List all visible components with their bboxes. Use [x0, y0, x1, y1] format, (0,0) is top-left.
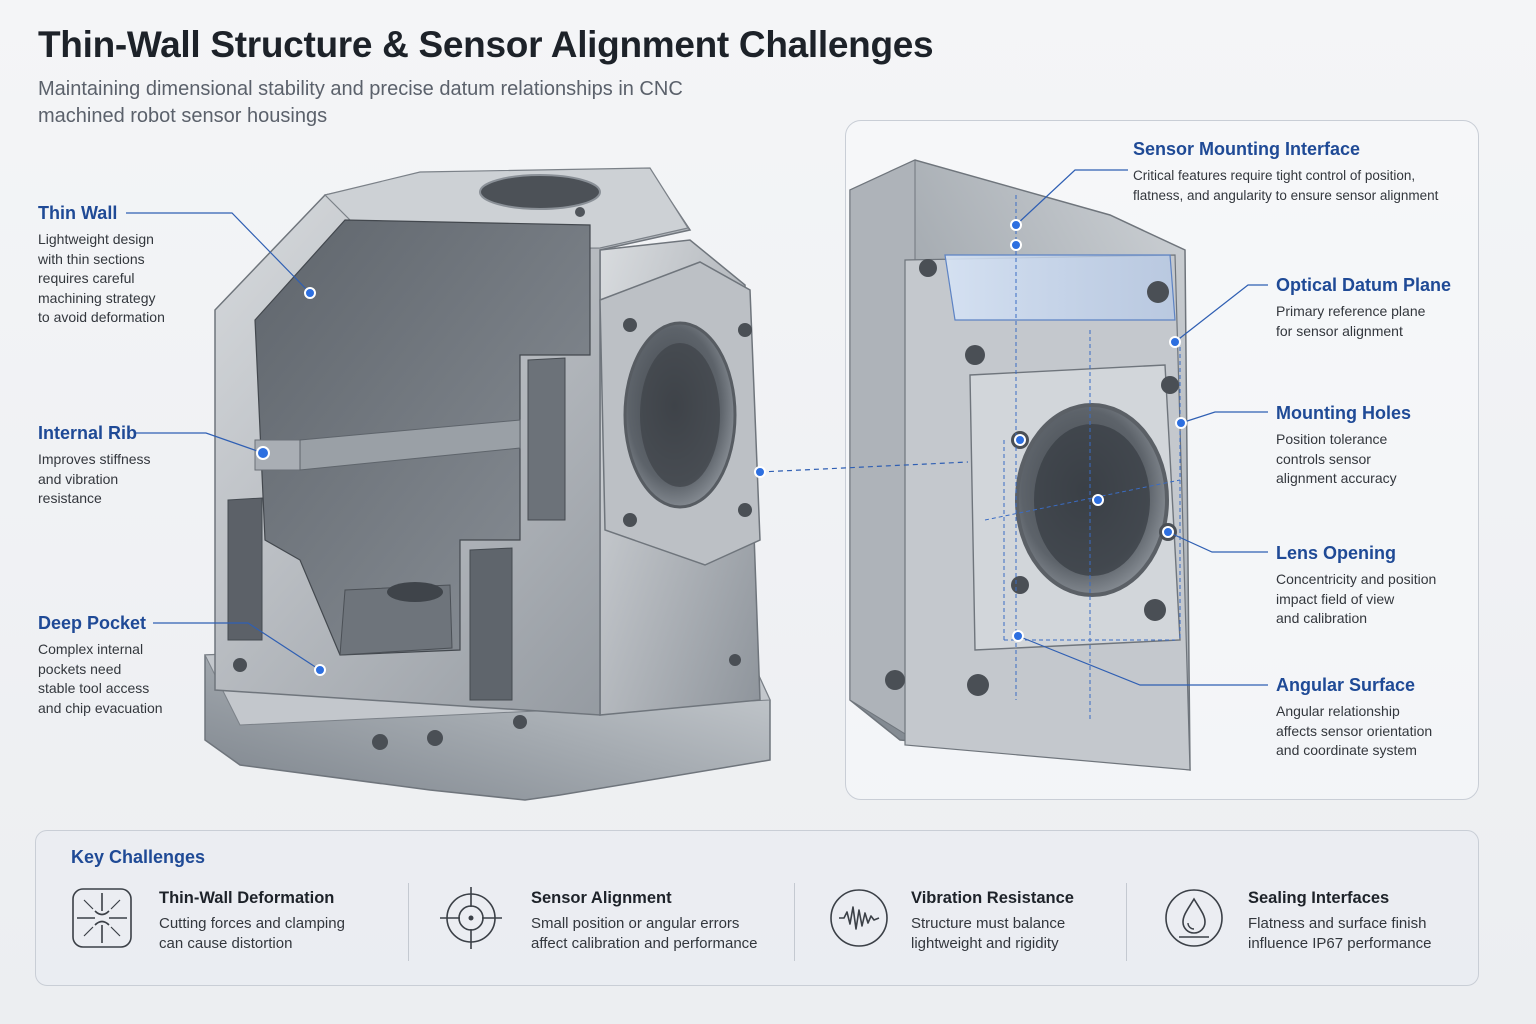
- sensor-face-housing: [849, 159, 1191, 771]
- callout-title: Lens Opening: [1276, 543, 1397, 563]
- callout-description: Angular relationship affects sensor orie…: [1276, 703, 1433, 758]
- callout-description: Primary reference plane for sensor align…: [1276, 303, 1426, 339]
- callout-title: Internal Rib: [38, 423, 138, 443]
- challenge-vibration-resistance: Vibration Resistance Structure must bala…: [911, 889, 1131, 954]
- callout-lens-opening: Lens Opening Concentricity and position …: [1276, 543, 1471, 629]
- callout-description: Critical features require tight control …: [1133, 168, 1439, 203]
- callout-description: Position tolerance controls sensor align…: [1276, 431, 1397, 486]
- challenge-description: Flatness and surface finish influence IP…: [1248, 915, 1432, 952]
- challenge-divider: [794, 883, 795, 961]
- key-challenges-panel: Key Challenges Thin-Wall Deformation Cut…: [35, 830, 1479, 986]
- callout-title: Mounting Holes: [1276, 403, 1411, 423]
- callout-sensor-mounting-interface: Sensor Mounting Interface Critical featu…: [1133, 139, 1473, 205]
- challenge-description: Small position or angular errors affect …: [531, 915, 758, 952]
- challenge-divider: [1126, 883, 1127, 961]
- crosshair-icon: [440, 887, 502, 949]
- challenge-sensor-alignment: Sensor Alignment Small position or angul…: [531, 889, 796, 954]
- callout-title: Angular Surface: [1276, 675, 1416, 695]
- challenge-description: Cutting forces and clamping can cause di…: [159, 915, 345, 952]
- challenge-title: Thin-Wall Deformation: [159, 889, 335, 907]
- callout-optical-datum-plane: Optical Datum Plane Primary reference pl…: [1276, 275, 1471, 341]
- deformation-icon: [72, 888, 132, 948]
- callout-thin-wall: Thin Wall Lightweight design with thin s…: [38, 203, 218, 328]
- callout-angular-surface: Angular Surface Angular relationship aff…: [1276, 675, 1471, 761]
- challenge-divider: [408, 883, 409, 961]
- challenge-title: Vibration Resistance: [911, 889, 1074, 907]
- callout-deep-pocket: Deep Pocket Complex internal pockets nee…: [38, 613, 218, 718]
- challenge-description: Structure must balance lightweight and r…: [911, 915, 1066, 952]
- callout-description: Complex internal pockets need stable too…: [38, 641, 163, 716]
- callout-internal-rib: Internal Rib Improves stiffness and vibr…: [38, 423, 218, 509]
- vibration-wave-icon: [830, 889, 888, 947]
- callout-title: Sensor Mounting Interface: [1133, 139, 1361, 159]
- key-challenges-title: Key Challenges: [71, 847, 206, 867]
- challenge-title: Sensor Alignment: [531, 889, 672, 907]
- callout-title: Optical Datum Plane: [1276, 275, 1452, 295]
- callout-title: Thin Wall: [38, 203, 118, 223]
- challenge-title: Sealing Interfaces: [1248, 889, 1390, 907]
- challenge-sealing-interfaces: Sealing Interfaces Flatness and surface …: [1248, 889, 1468, 954]
- challenge-thin-wall-deformation: Thin-Wall Deformation Cutting forces and…: [159, 889, 399, 954]
- callout-description: Lightweight design with thin sections re…: [38, 231, 165, 325]
- callout-mounting-holes: Mounting Holes Position tolerance contro…: [1276, 403, 1471, 489]
- cutaway-housing: [204, 167, 771, 801]
- water-drop-icon: [1165, 889, 1223, 947]
- page-title: Thin-Wall Structure & Sensor Alignment C…: [38, 24, 934, 65]
- callout-description: Concentricity and position impact field …: [1276, 571, 1437, 626]
- callout-title: Deep Pocket: [38, 613, 147, 633]
- page-subtitle: Maintaining dimensional stability and pr…: [38, 78, 683, 127]
- callout-description: Improves stiffness and vibration resista…: [38, 451, 151, 506]
